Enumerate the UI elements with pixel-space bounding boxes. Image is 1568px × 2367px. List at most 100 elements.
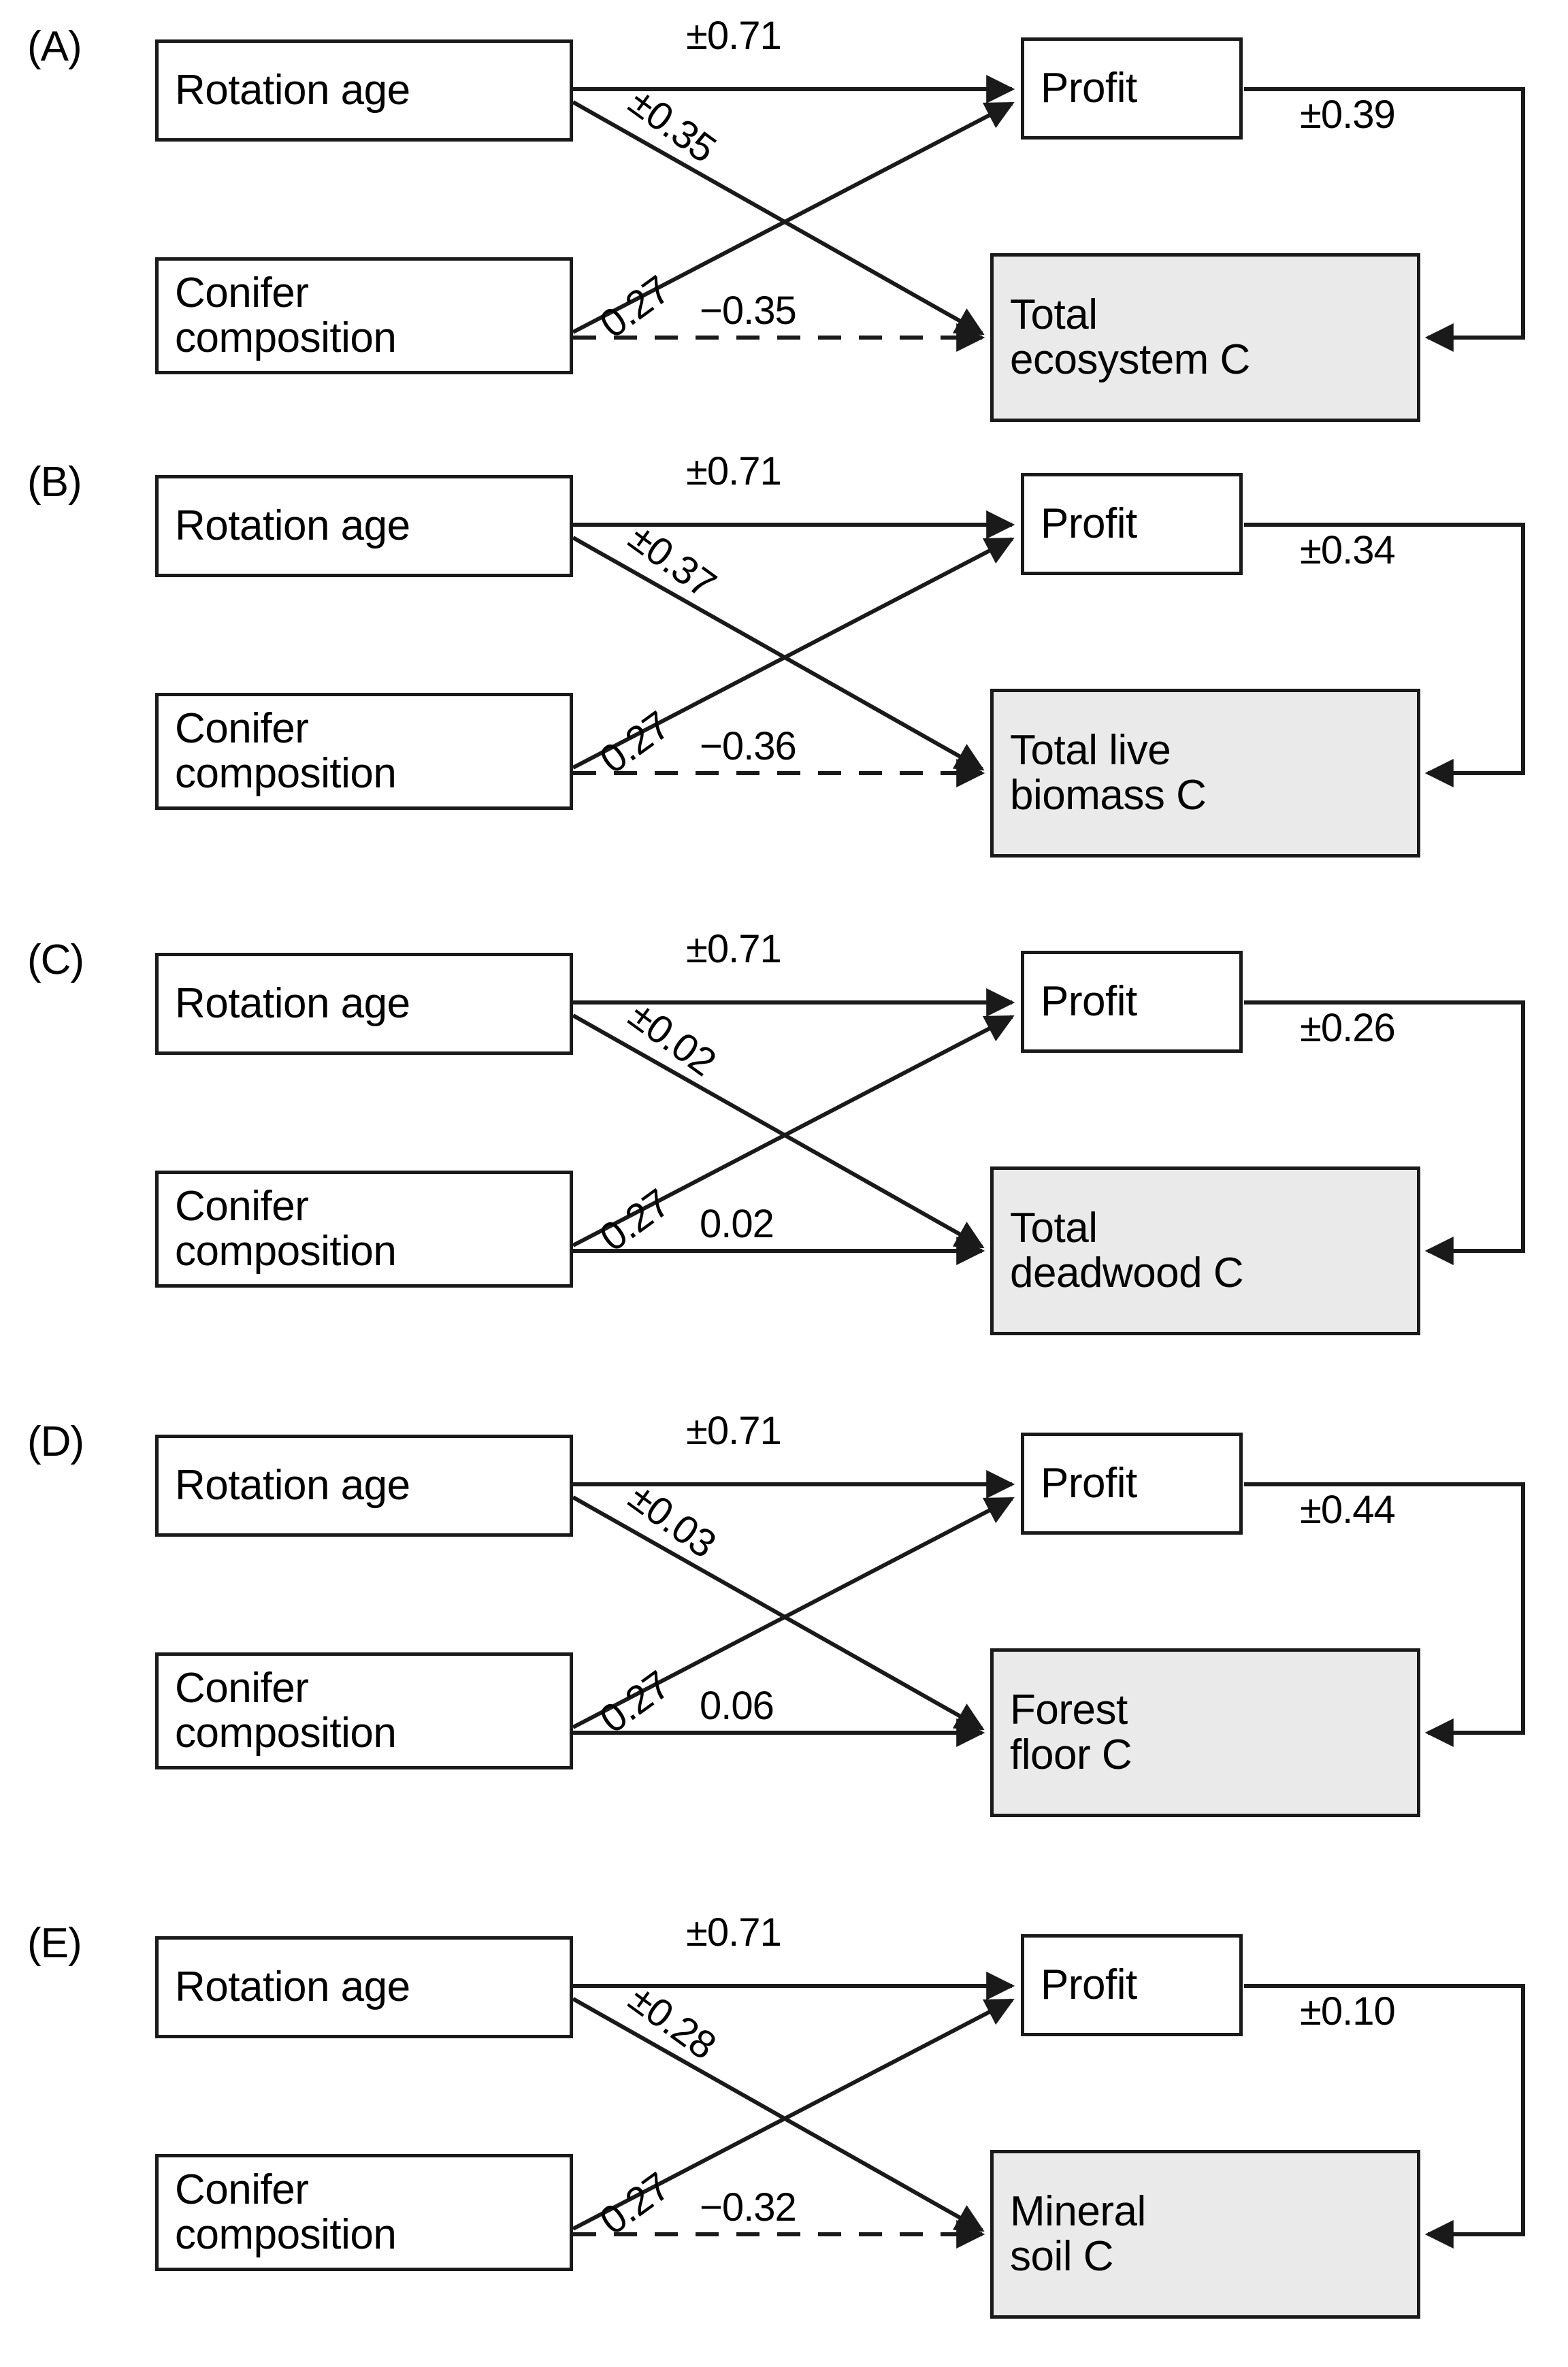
edge-label-rotation-to-profit: ±0.71 (686, 449, 782, 493)
panel-label: (C) (27, 936, 84, 983)
edge-profit-to-outcome (1244, 1984, 1525, 2249)
edge-label-profit-to-outcome: ±0.39 (1300, 93, 1396, 137)
edge-rotation-to-outcome (572, 1997, 985, 2232)
node-label-conifer-line-2: composition (175, 1228, 397, 1275)
node-rotation-age: Rotation age (155, 1435, 573, 1537)
node-label-conifer-line-1: Conifer (175, 705, 309, 753)
node-label-outcome-line-2: ecosystem C (1010, 336, 1250, 383)
node-profit: Profit (1021, 473, 1243, 575)
node-label-rotation-age: Rotation age (175, 1963, 410, 2011)
edge-label-conifer-to-outcome: −0.35 (700, 289, 797, 333)
node-label-outcome-line-2: deadwood C (1010, 1250, 1244, 1296)
edge-conifer-to-profit (572, 1497, 1015, 1729)
edge-profit-to-outcome (1244, 1482, 1525, 1747)
edge-rotation-to-outcome (572, 1013, 985, 1249)
edge-label-conifer-to-outcome: −0.32 (700, 2185, 797, 2230)
node-rotation-age: Rotation age (155, 1936, 573, 2038)
node-label-outcome-line-1: Total (1010, 1205, 1098, 1252)
node-label-outcome-line-1: Forest (1010, 1686, 1128, 1734)
edge-layer (572, 510, 1525, 787)
node-profit: Profit (1021, 951, 1243, 1053)
edge-label-rotation-to-profit: ±0.71 (686, 1910, 782, 1955)
node-label-profit: Profit (1041, 65, 1137, 112)
edge-label-rotation-to-profit: ±0.71 (686, 1409, 782, 1453)
edge-rotation-to-outcome (572, 536, 985, 771)
edge-label-profit-to-outcome: ±0.10 (1300, 1989, 1396, 2034)
node-label-profit: Profit (1041, 500, 1137, 548)
edge-label-conifer-to-outcome: 0.02 (700, 1202, 774, 1246)
node-label-outcome-line-2: floor C (1010, 1731, 1132, 1778)
edge-rotation-to-outcome (572, 1495, 985, 1731)
panel-label: (E) (27, 1920, 82, 1967)
node-label-conifer-line-2: composition (175, 314, 397, 361)
node-label-conifer-line-2: composition (175, 1710, 397, 1757)
node-label-outcome-line-2: soil C (1010, 2233, 1114, 2280)
node-label-conifer-line-1: Conifer (175, 1183, 309, 1230)
edge-label-profit-to-outcome: ±0.34 (1300, 528, 1396, 572)
node-label-outcome-line-1: Total live (1010, 727, 1171, 774)
node-label-rotation-age: Rotation age (175, 980, 410, 1028)
node-rotation-age: Rotation age (155, 953, 573, 1055)
node-label-outcome-line-1: Total (1010, 291, 1098, 339)
edge-profit-to-outcome (1244, 87, 1525, 352)
edge-conifer-to-profit (572, 1015, 1015, 1247)
edge-layer (572, 1972, 1525, 2249)
node-rotation-age: Rotation age (155, 39, 573, 142)
node-label-profit: Profit (1041, 1460, 1137, 1507)
node-profit: Profit (1021, 37, 1243, 140)
edge-conifer-to-profit (572, 1998, 1015, 2231)
node-label-conifer-line-1: Conifer (175, 1665, 309, 1712)
edge-layer (572, 75, 1525, 352)
node-label-rotation-age: Rotation age (175, 502, 410, 550)
node-label-conifer-line-2: composition (175, 750, 397, 797)
edge-layer (572, 1470, 1525, 1747)
edge-rotation-to-outcome (572, 100, 985, 336)
node-rotation-age: Rotation age (155, 475, 573, 577)
edge-label-profit-to-outcome: ±0.26 (1300, 1006, 1396, 1050)
edge-label-rotation-to-profit: ±0.71 (686, 927, 782, 971)
edge-conifer-to-profit (572, 537, 1015, 770)
edge-conifer-to-profit (572, 101, 1015, 334)
edge-label-conifer-to-outcome: 0.06 (700, 1684, 774, 1728)
node-label-rotation-age: Rotation age (175, 1462, 410, 1509)
node-label-outcome-line-2: biomass C (1010, 772, 1207, 819)
edge-profit-to-outcome (1244, 523, 1525, 787)
node-label-profit: Profit (1041, 978, 1137, 1026)
panel-label: (D) (27, 1418, 84, 1465)
edge-label-profit-to-outcome: ±0.44 (1300, 1488, 1396, 1532)
node-profit: Profit (1021, 1934, 1243, 2036)
edge-label-rotation-to-profit: ±0.71 (686, 14, 782, 58)
edge-profit-to-outcome (1244, 1000, 1525, 1265)
node-profit: Profit (1021, 1433, 1243, 1535)
node-label-rotation-age: Rotation age (175, 67, 410, 114)
panel-label: (A) (27, 23, 82, 70)
edge-layer (572, 988, 1525, 1265)
node-label-conifer-line-1: Conifer (175, 2166, 309, 2214)
node-label-outcome-line-1: Mineral (1010, 2188, 1146, 2236)
panel-label: (B) (27, 459, 82, 506)
